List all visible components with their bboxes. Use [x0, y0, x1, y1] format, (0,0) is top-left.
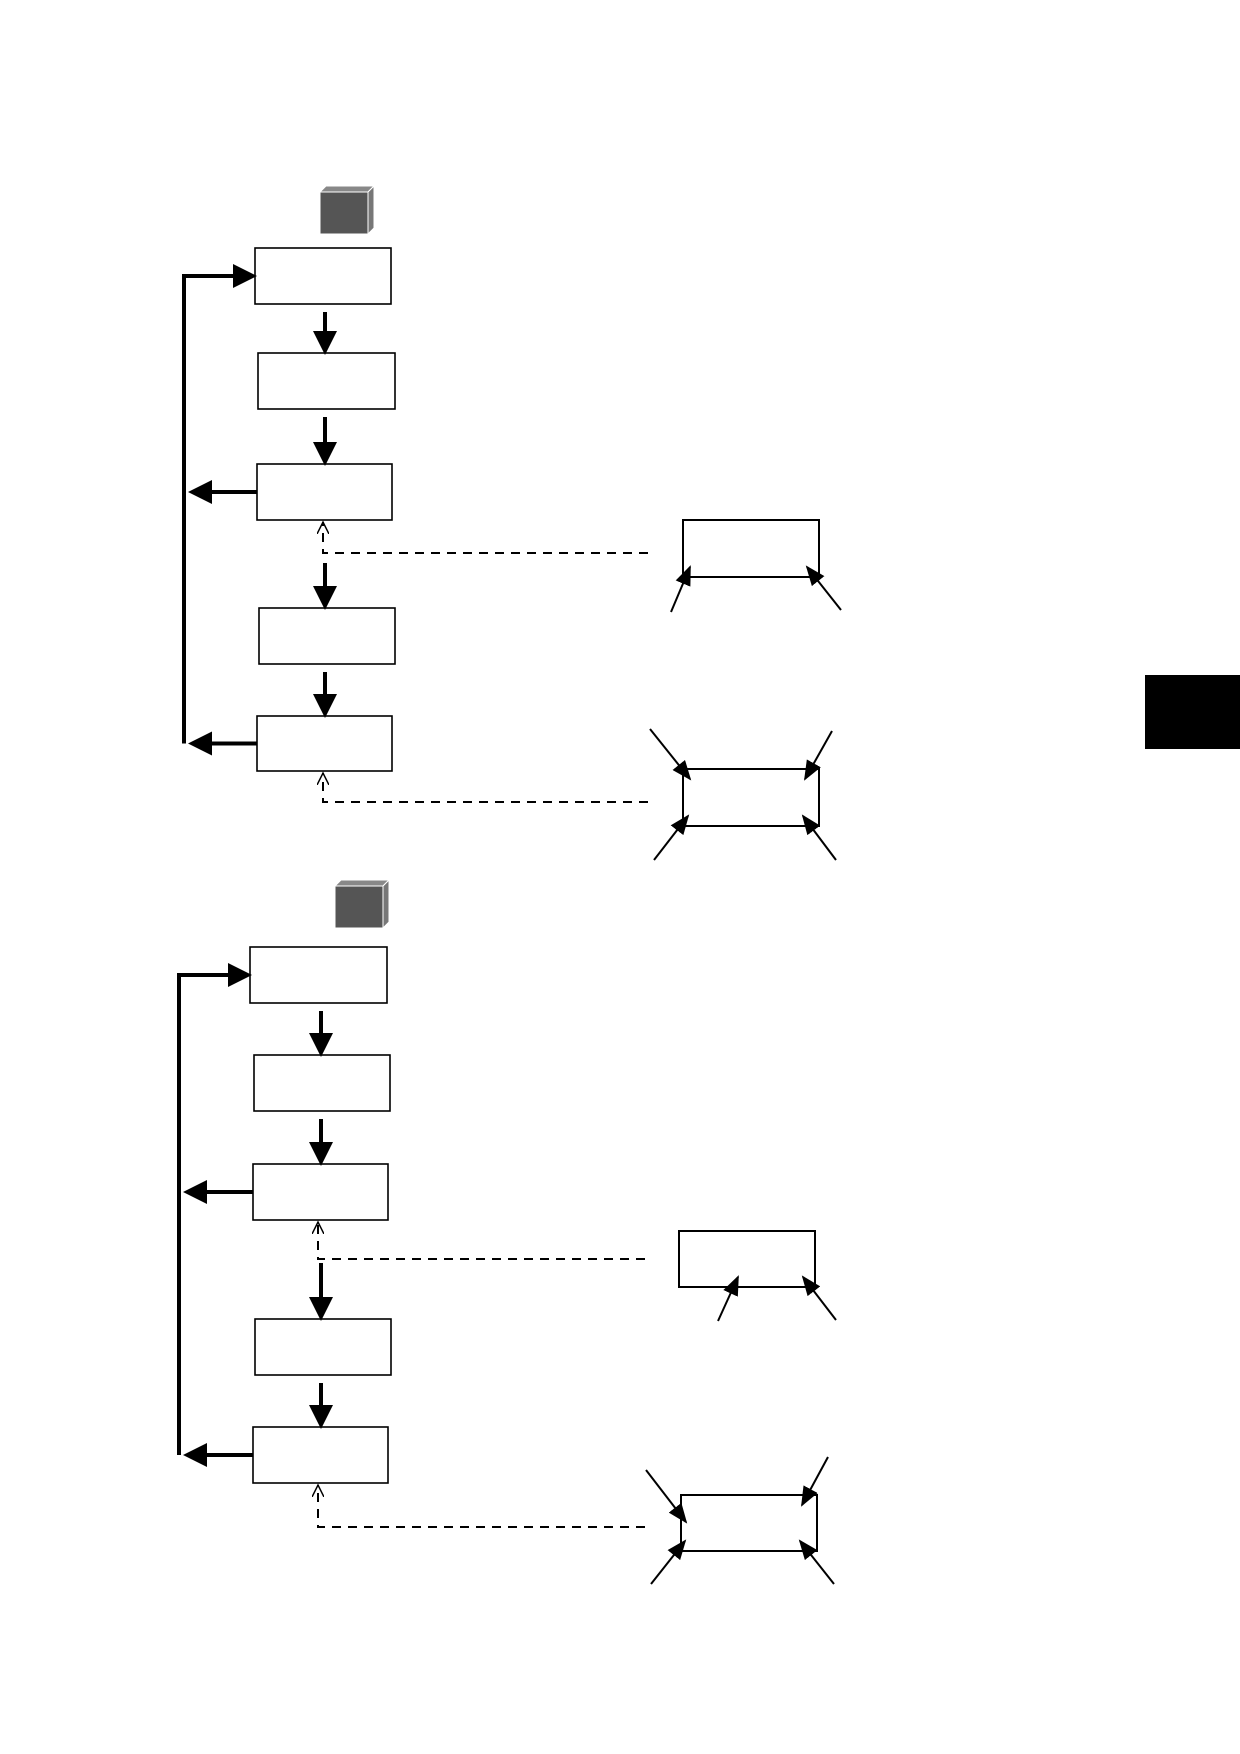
flowchart-1-side-arrow — [801, 814, 837, 861]
flowchart-1-step-box — [256, 715, 393, 772]
flowchart-2-step-box — [252, 1163, 389, 1221]
flowchart-1-step-box — [258, 607, 396, 665]
flowchart-1-cube-icon-top — [318, 185, 376, 193]
flowchart-1-step-box — [257, 352, 396, 410]
flowchart-2-cube-icon — [334, 885, 384, 929]
flowchart-1-side-box — [682, 768, 820, 827]
flowchart-2-side-box — [680, 1494, 818, 1552]
flowchart-1-cube-icon — [319, 191, 369, 235]
flowchart-2-side-arrow — [798, 1539, 835, 1585]
flowchart-2-cube-icon-side — [382, 878, 390, 930]
flowchart-1-side-arrow — [804, 730, 833, 781]
flowchart-2-step-box — [254, 1318, 392, 1376]
flowchart-2-dashed-link-arrow — [318, 1485, 645, 1528]
flowchart-2-side-arrow — [650, 1539, 687, 1585]
flowchart-1-side-box — [682, 519, 820, 578]
flowchart-2-feedback-line — [177, 963, 252, 1455]
flowchart-2-side-arrow — [801, 1456, 829, 1507]
flowchart-2-side-arrow — [645, 1469, 688, 1524]
flowchart-1-step-box — [254, 247, 392, 305]
flowchart-2-cube-icon-top — [333, 879, 391, 887]
flowchart-2-side-arrow — [801, 1275, 837, 1321]
section-tab — [1145, 675, 1240, 749]
flowchart-1-step-box — [256, 463, 393, 521]
flowchart-1-side-arrow — [653, 814, 690, 861]
flowchart-1-side-arrow — [805, 565, 842, 611]
flowchart-1-side-arrow — [649, 728, 692, 781]
flowchart-2-side-arrow — [717, 1275, 739, 1322]
flowchart-1-cube-icon-side — [367, 184, 375, 236]
flowchart-1-feedback-line — [182, 264, 257, 744]
flowchart-1-dashed-link-arrow — [323, 522, 648, 554]
flowchart-1-side-arrow — [670, 565, 691, 613]
flowchart-2-step-box — [252, 1426, 389, 1484]
flowchart-2-step-box — [249, 946, 388, 1004]
flowchart-2-dashed-link-arrow — [318, 1222, 645, 1260]
flowchart-1-dashed-link-arrow — [323, 773, 648, 803]
flowchart-2-step-box — [253, 1054, 391, 1112]
flowchart-2-side-box — [678, 1230, 816, 1288]
